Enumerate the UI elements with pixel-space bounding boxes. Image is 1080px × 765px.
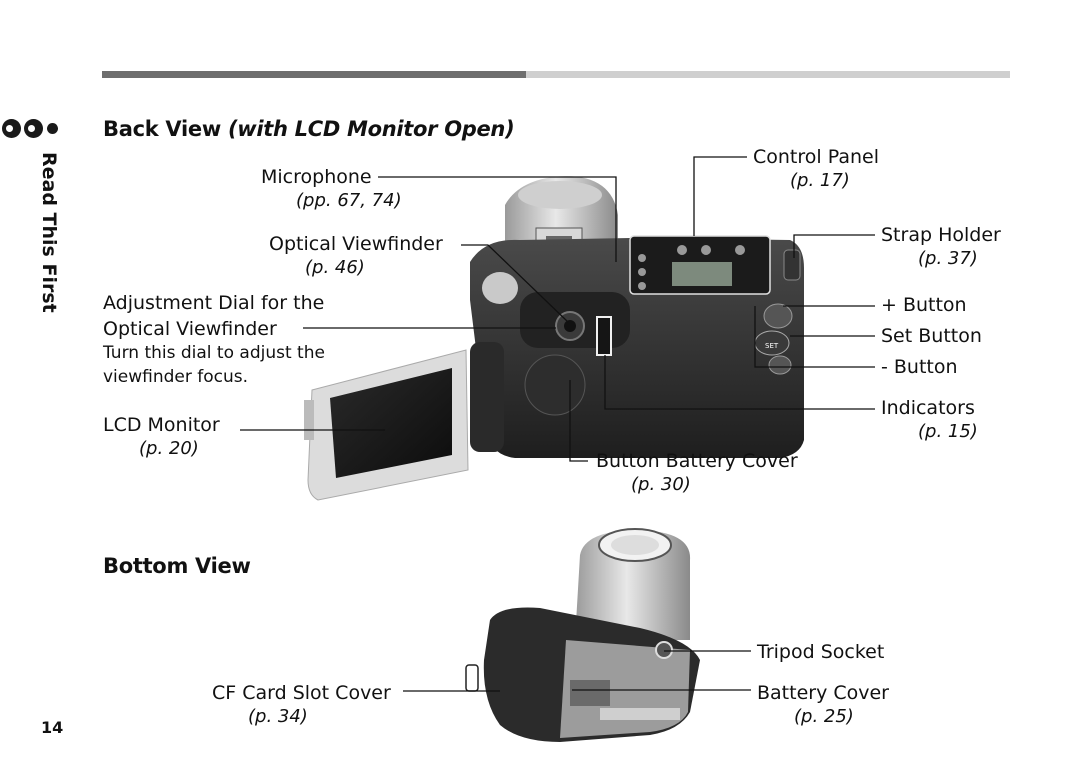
battery-cover-ref: (p. 25) <box>794 706 854 727</box>
strap-holder-label: Strap Holder <box>881 224 1001 246</box>
cf-card-slot-cover-label: CF Card Slot Cover <box>212 682 391 704</box>
back-view-subtitle: (with LCD Monitor Open) <box>227 117 515 141</box>
cf-card-slot-cover-ref: (p. 34) <box>248 706 308 727</box>
microphone-ref: (pp. 67, 74) <box>296 190 402 211</box>
button-battery-cover-ref: (p. 30) <box>631 474 691 495</box>
adjustment-dial-label-2: Optical Viewfinder <box>103 318 277 340</box>
bottom-view-camera <box>465 528 700 742</box>
indicators-label: Indicators <box>881 397 975 419</box>
adjustment-dial-note-1: Turn this dial to adjust the <box>103 343 325 363</box>
optical-viewfinder-label: Optical Viewfinder <box>269 233 443 255</box>
control-panel-ref: (p. 17) <box>790 170 850 191</box>
back-view-camera: SET <box>304 176 804 501</box>
control-panel-label: Control Panel <box>753 146 879 168</box>
page-number: 14 <box>41 718 64 737</box>
tripod-socket-label: Tripod Socket <box>757 641 885 663</box>
adjustment-dial-note-2: viewfinder focus. <box>103 367 249 387</box>
bottom-view-title: Bottom View <box>103 554 251 578</box>
back-view-heading: Back View (with LCD Monitor Open) <box>103 117 515 141</box>
leader-lines <box>240 156 875 692</box>
strap-holder-ref: (p. 37) <box>918 248 978 269</box>
lcd-monitor-ref: (p. 20) <box>139 438 199 459</box>
back-view-title: Back View <box>103 117 221 141</box>
button-battery-cover-label: Button Battery Cover <box>596 450 798 472</box>
header-bar-light <box>526 71 1010 78</box>
header-bar-dark <box>102 71 526 78</box>
set-button-label: Set Button <box>881 325 982 347</box>
lcd-monitor-label: LCD Monitor <box>103 414 220 436</box>
set-label: SET <box>765 342 779 350</box>
adjustment-dial-label-1: Adjustment Dial for the <box>103 292 325 314</box>
microphone-label: Microphone <box>261 166 372 188</box>
minus-button-label: - Button <box>881 356 958 378</box>
plus-button-label: + Button <box>881 294 967 316</box>
battery-cover-label: Battery Cover <box>757 682 889 704</box>
optical-viewfinder-ref: (p. 46) <box>305 257 365 278</box>
indicators-ref: (p. 15) <box>918 421 978 442</box>
